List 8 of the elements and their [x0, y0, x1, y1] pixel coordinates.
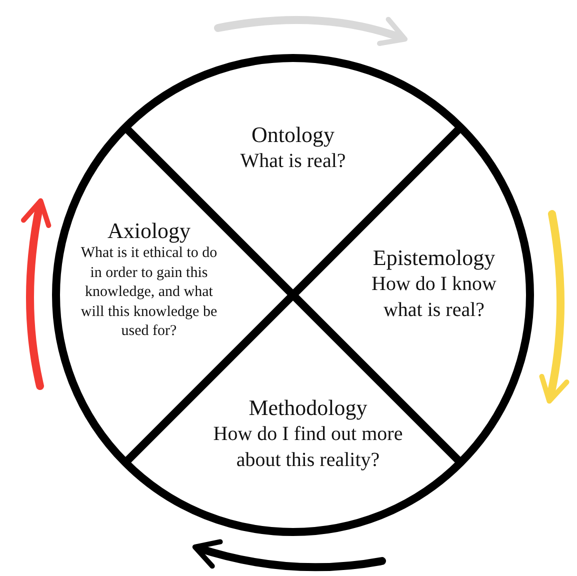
quadrant-heading: Epistemology [372, 245, 496, 271]
quadrant-heading: Methodology [248, 395, 368, 421]
quadrant-question: What is real? [239, 149, 347, 174]
quadrant-question: What is it ethical to do in order to gain this knowledge, and what will this knowledge be used for? [80, 244, 218, 341]
quadrant-heading: Axiology [106, 218, 192, 244]
quadrant-question: How do I know what is real? [370, 272, 498, 323]
quadrant-question: How do I find out more about this reality? [212, 422, 404, 473]
quadrant-heading: Ontology [250, 122, 336, 148]
